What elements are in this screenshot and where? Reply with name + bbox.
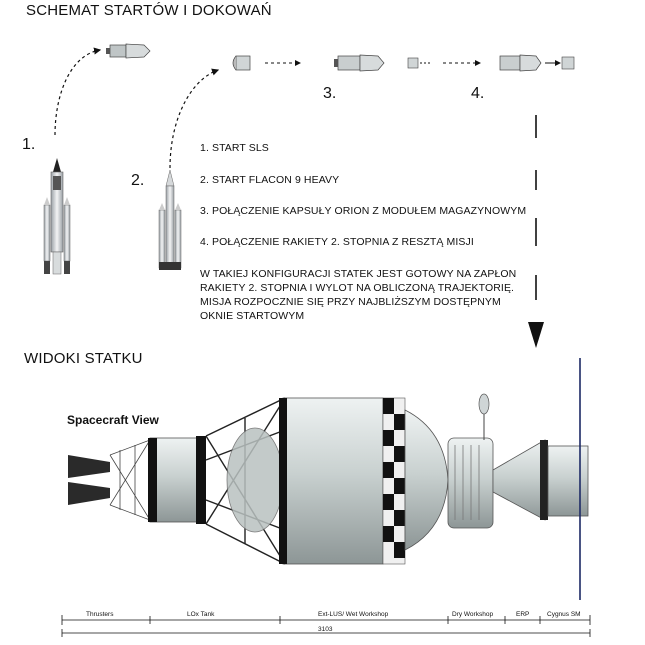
views-title: WIDOKI STATKU <box>24 350 143 367</box>
trajectory-1 <box>54 47 102 136</box>
stack-capsule-icon <box>499 54 575 72</box>
checker-band <box>382 397 406 565</box>
orion-capsule-icon <box>106 43 151 59</box>
mission-description: W TAKIEJ KONFIGURACJI STATEK JEST GOTOWY… <box>200 268 517 322</box>
step-3: 3. POŁĄCZENIE KAPSUŁY ORION Z MODUŁEM MA… <box>200 205 527 217</box>
scale-bar <box>61 615 591 637</box>
erp-cone <box>492 439 546 521</box>
scale-total: 3103 <box>318 626 333 633</box>
step-4: 4. POŁĄCZENIE RAKIETY 2. STOPNIA Z RESZT… <box>200 236 474 248</box>
sls-rocket-icon <box>43 158 71 275</box>
step-2: 2. START FLACON 9 HEAVY <box>200 174 340 186</box>
scale-segment-erp: ERP <box>516 611 530 618</box>
scale-segment-cygnus-sm: Cygnus SM <box>547 611 581 618</box>
phase-number-3: 3. <box>323 85 337 102</box>
phase-number-4: 4. <box>471 85 485 102</box>
stage-module-icon <box>232 55 251 71</box>
scale-segment-thrusters: Thrusters <box>86 611 114 618</box>
thruster-nozzle-top <box>68 455 110 478</box>
antenna-dish-icon <box>478 393 490 415</box>
step-1: 1. START SLS <box>200 142 269 154</box>
flow-indicator <box>528 115 544 348</box>
workshop-band-left <box>279 398 287 564</box>
small-module-icon <box>407 57 430 69</box>
forward-dome <box>404 409 449 551</box>
scale-segment-lox-tank: LOx Tank <box>187 611 215 618</box>
diagram-title: SCHEMAT STARTÓW I DOKOWAŃ <box>26 2 272 19</box>
thruster-nozzle-bottom <box>68 482 110 505</box>
docked-pair-icon <box>334 54 385 72</box>
tank-band-2 <box>196 436 206 524</box>
tank-band-1 <box>148 438 157 522</box>
launch-number-2: 2. <box>131 172 145 189</box>
launch-number-1: 1. <box>22 136 36 153</box>
scale-segment-wet-workshop: Ext-LUS/ Wet Workshop <box>318 611 389 618</box>
trajectory-2 <box>169 68 220 169</box>
scale-segment-dry-workshop: Dry Workshop <box>452 611 494 618</box>
spacecraft-illustration <box>68 358 589 600</box>
spacecraft-view-label: Spacecraft View <box>67 413 159 427</box>
falcon-heavy-icon <box>158 169 182 270</box>
